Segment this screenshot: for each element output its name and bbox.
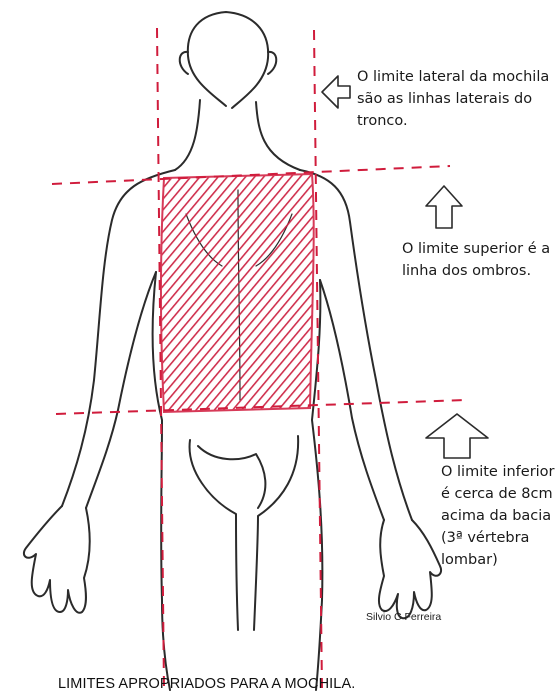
- left-arm-inner: [86, 272, 156, 508]
- neck-right: [256, 102, 300, 170]
- lateral-limit-note: O limite lateral da mochila são as linha…: [357, 66, 557, 132]
- up-arrow-icon: [426, 186, 462, 228]
- buttocks-left: [190, 440, 238, 630]
- left-hand: [24, 506, 90, 613]
- right-ear: [180, 52, 188, 74]
- superior-limit-note: O limite superior é a linha dos ombros.: [402, 238, 558, 282]
- lateral-limit-right: [314, 30, 322, 690]
- left-arm-outer: [62, 170, 175, 506]
- right-hand: [379, 520, 441, 618]
- figure-caption: LIMITES APROPRIADOS PARA A MOCHILA.: [58, 676, 355, 692]
- inferior-limit-note: O limite inferior é cerca de 8cm acima d…: [441, 461, 559, 571]
- author-credit: Silvio C Ferreira: [366, 611, 441, 623]
- up-arrow-icon-lower: [426, 414, 488, 458]
- head-outline: [188, 12, 268, 108]
- backpack-area: [161, 174, 314, 412]
- left-arrow-icon: [322, 76, 350, 108]
- gluteal-curve: [198, 446, 265, 508]
- left-ear: [268, 52, 276, 74]
- neck-left: [175, 100, 200, 170]
- right-arm-inner: [320, 280, 384, 520]
